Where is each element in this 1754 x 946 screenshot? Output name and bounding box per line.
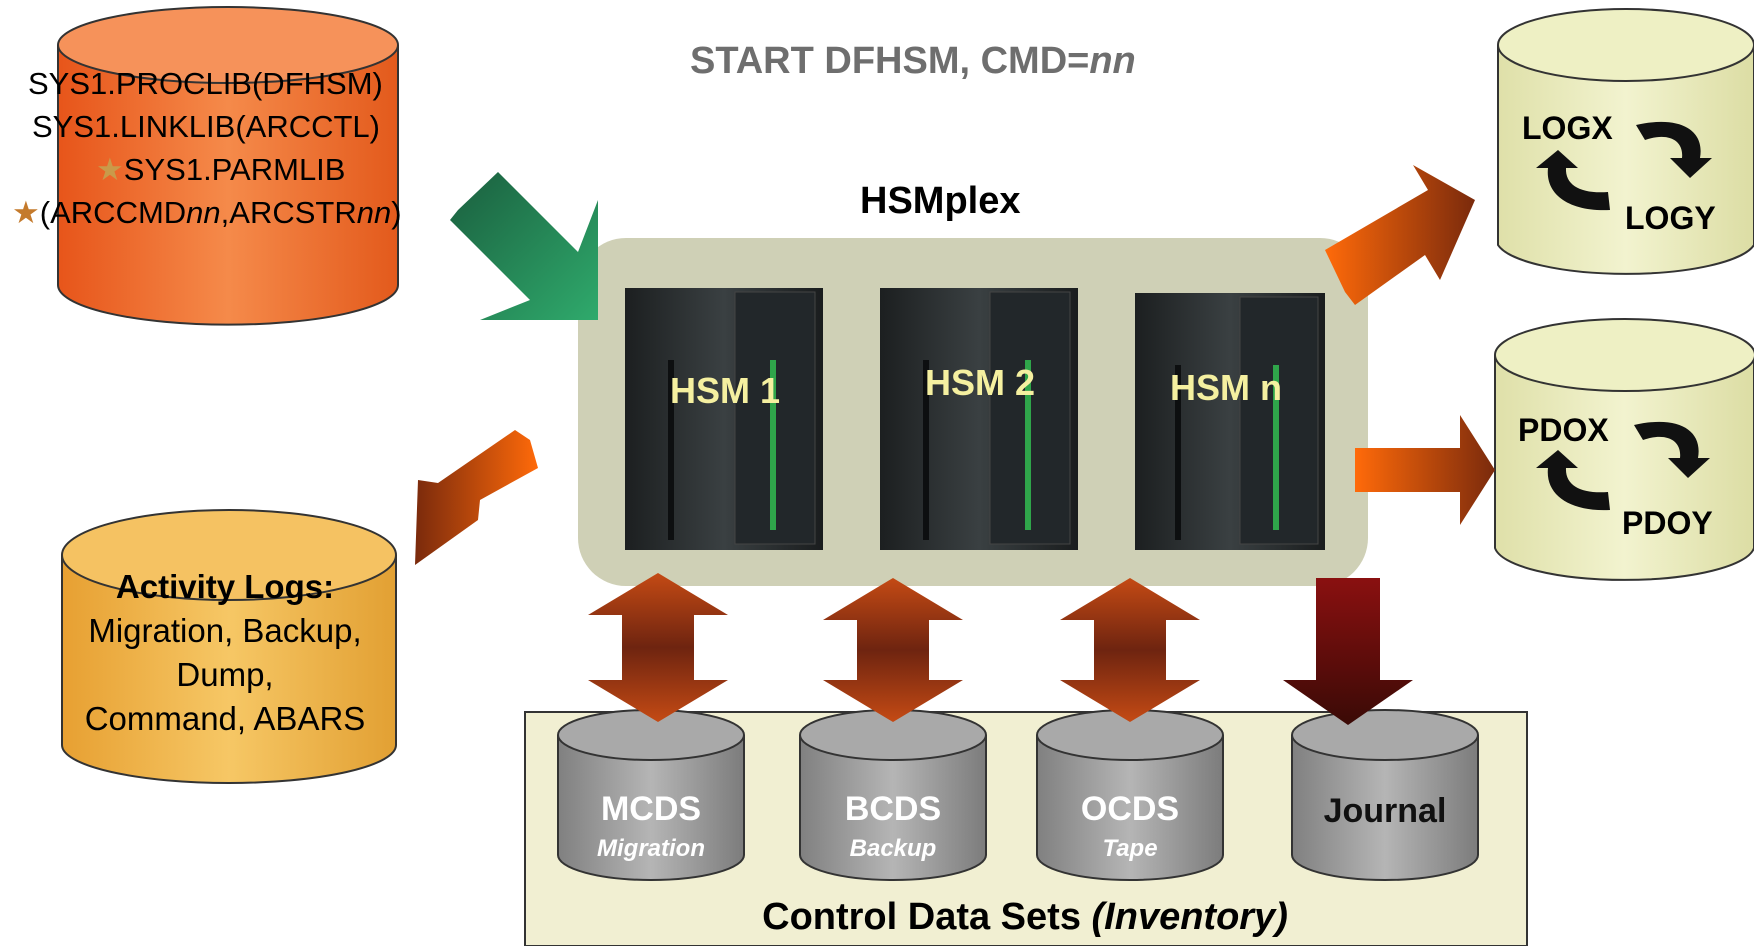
activity-logs-line: Migration, Backup, [88,612,362,649]
logx-logy-cylinder [1497,8,1754,275]
pdox-pdoy-cylinder [1494,318,1754,581]
logy-label: LOGY [1625,200,1716,236]
activity-logs-line: Command, ABARS [84,700,366,737]
double-arrow-icon [823,578,963,722]
hsm-n-label: HSM n [1170,367,1282,408]
pdox-label: PDOX [1518,412,1609,448]
ocds-label: OCDS [1080,790,1180,828]
bcds-cylinder [799,709,987,881]
activity-logs-text: Activity Logs: Migration, Backup, Dump, … [60,565,390,741]
source-line-linklib: SYS1.LINKLIB(ARCCTL) [32,109,380,144]
activity-logs-title: Activity Logs: [115,568,335,605]
source-line-proclib: SYS1.PROCLIB(DFHSM) [28,66,383,101]
page-title: START DFHSM, CMD=nn [690,40,1136,82]
journal-arrow-icon [1283,578,1413,725]
double-arrow-icon [588,573,728,722]
source-datasets-cylinder [57,6,399,326]
double-arrow-icon [1060,578,1200,722]
orange-arrow-icon [1325,165,1475,305]
mcds-label: MCDS [600,790,702,828]
mcds-cylinder [557,709,745,881]
orange-arrow-icon [415,430,538,565]
journal-label: Journal [1323,792,1447,830]
green-arrow-icon [450,172,598,320]
star-icon: ★ [12,195,40,230]
ocds-sublabel: Tape [1102,835,1158,862]
cycle-arrow-icon [1536,121,1712,211]
bcds-label: BCDS [844,790,942,828]
server-rack-icon [625,288,823,550]
server-rack-icon [1135,293,1325,550]
activity-logs-line: Dump, [176,656,274,693]
hsm-2-label: HSM 2 [925,362,1036,403]
source-line-members: ★(ARCCMDnn,ARCSTRnn) [12,195,402,230]
pdoy-label: PDOY [1622,505,1713,541]
bcds-sublabel: Backup [849,835,937,862]
hsm-1-label: HSM 1 [670,370,781,411]
mcds-sublabel: Migration [597,835,705,862]
hsmplex-label: HSMplex [860,180,1021,222]
cycle-arrow-icon [1536,421,1710,511]
logx-label: LOGX [1522,110,1613,146]
activity-logs-cylinder [61,509,397,784]
orange-arrow-icon [1355,415,1495,525]
star-icon: ★ [96,152,124,187]
server-rack-icon [880,288,1078,550]
source-line-parmlib: ★SYS1.PARMLIB [96,152,346,187]
journal-cylinder [1291,709,1479,881]
control-data-sets-caption: Control Data Sets (Inventory) [762,896,1288,938]
